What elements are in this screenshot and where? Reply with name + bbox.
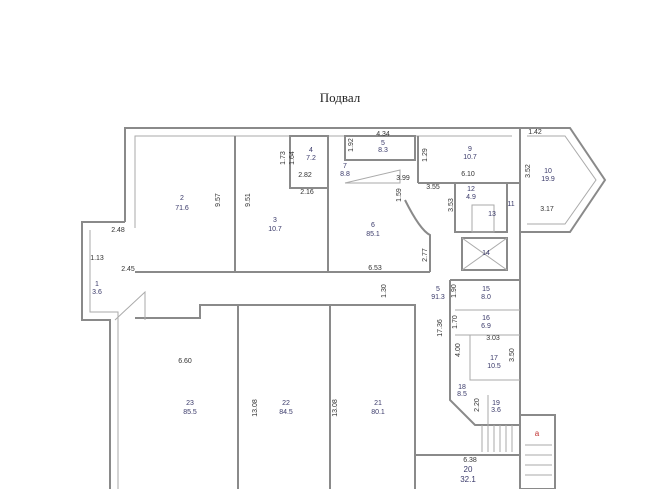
dimension: 3.53 (448, 198, 455, 212)
room-area: 19.9 (541, 176, 555, 183)
dimension: 1.64 (289, 151, 296, 165)
dimension: 9.51 (245, 193, 252, 207)
room-area: 10.5 (487, 363, 501, 370)
plan-title: Подвал (320, 90, 361, 105)
dimension: 3.52 (525, 164, 532, 178)
room-number: 22 (282, 400, 290, 407)
room-number: 11 (507, 201, 514, 208)
dimension: 6.38 (463, 457, 477, 464)
dimension: 1.13 (90, 255, 104, 262)
dimension: 2.20 (474, 398, 481, 412)
room-area: 71.6 (175, 205, 189, 212)
room-area: 10.7 (268, 226, 282, 233)
room-number: 16 (482, 315, 490, 322)
room-number: 13 (488, 211, 496, 218)
dimension: 1.73 (280, 151, 287, 165)
room-number: 14 (482, 250, 490, 257)
room-number: 2 (180, 195, 184, 202)
room-area: 85.1 (366, 231, 380, 238)
room-area: 10.7 (463, 154, 477, 161)
dimension: 4.34 (376, 131, 390, 138)
room-area: 32.1 (460, 475, 476, 484)
room-area: 91.3 (431, 294, 445, 301)
dimension: 6.60 (178, 358, 192, 365)
dimension: 1.90 (451, 284, 458, 298)
dimension: 1.42 (528, 129, 542, 136)
walls (81, 127, 607, 489)
dimension: 3.55 (426, 184, 440, 191)
room-area: 3.6 (491, 407, 501, 414)
dimension: 6.10 (461, 171, 475, 178)
room-number: 10 (544, 168, 552, 175)
dimension: 2.48 (111, 227, 125, 234)
room-labels: 1 3.6 2 71.6 3 10.7 4 7.2 5 8.3 6 85.1 7… (92, 140, 555, 484)
room-area: 6.9 (481, 323, 491, 330)
room-number: 5 (436, 286, 440, 293)
dimension: 3.99 (396, 175, 410, 182)
dimension: 1.29 (422, 148, 429, 162)
room-area: 4.9 (466, 194, 476, 201)
room-area: 84.5 (279, 409, 293, 416)
room-number: 15 (482, 286, 490, 293)
dimension: 2.16 (300, 189, 314, 196)
room-number: 17 (490, 355, 498, 362)
dimension: 1.30 (381, 284, 388, 298)
room-area: 85.5 (183, 409, 197, 416)
dimension: 3.03 (486, 335, 500, 342)
room-number: 7 (343, 163, 347, 170)
room-number: 23 (186, 400, 194, 407)
stair-mark: a (535, 429, 540, 438)
room-area: 7.2 (306, 155, 316, 162)
dimension: 17.36 (437, 319, 444, 337)
room-area: 8.0 (481, 294, 491, 301)
room-number: 20 (464, 465, 473, 474)
room-number: 19 (492, 400, 500, 407)
room-number: 18 (458, 384, 466, 391)
room-area: 80.1 (371, 409, 385, 416)
room-number: 1 (95, 281, 99, 288)
dimension-labels: 9.57 9.51 1.73 1.64 2.82 2.16 4.34 1.92 … (90, 129, 554, 464)
room-number: 3 (273, 217, 277, 224)
dimension: 13.08 (252, 399, 259, 417)
room-area: 3.6 (92, 289, 102, 296)
room-number: 5 (381, 140, 385, 147)
dimension: 3.50 (509, 348, 516, 362)
dimension: 1.59 (396, 188, 403, 202)
dimension: 13.08 (332, 399, 339, 417)
room-area: 8.3 (378, 147, 388, 154)
dimension: 1.70 (452, 315, 459, 329)
dimension: 9.57 (215, 193, 222, 207)
room-area: 8.8 (340, 171, 350, 178)
dimension: 2.82 (298, 172, 312, 179)
room-area: 8.5 (457, 391, 467, 398)
dimension: 2.77 (422, 248, 429, 262)
dimension: 3.17 (540, 206, 554, 213)
dimension: 6.53 (368, 265, 382, 272)
dimension: 2.45 (121, 266, 135, 273)
room-number: 21 (374, 400, 382, 407)
dimension: 1.92 (348, 138, 355, 152)
room-number: 4 (309, 147, 313, 154)
room-number: 6 (371, 222, 375, 229)
dimension: 4.00 (455, 343, 462, 357)
room-number: 9 (468, 146, 472, 153)
room-number: 12 (467, 186, 475, 193)
